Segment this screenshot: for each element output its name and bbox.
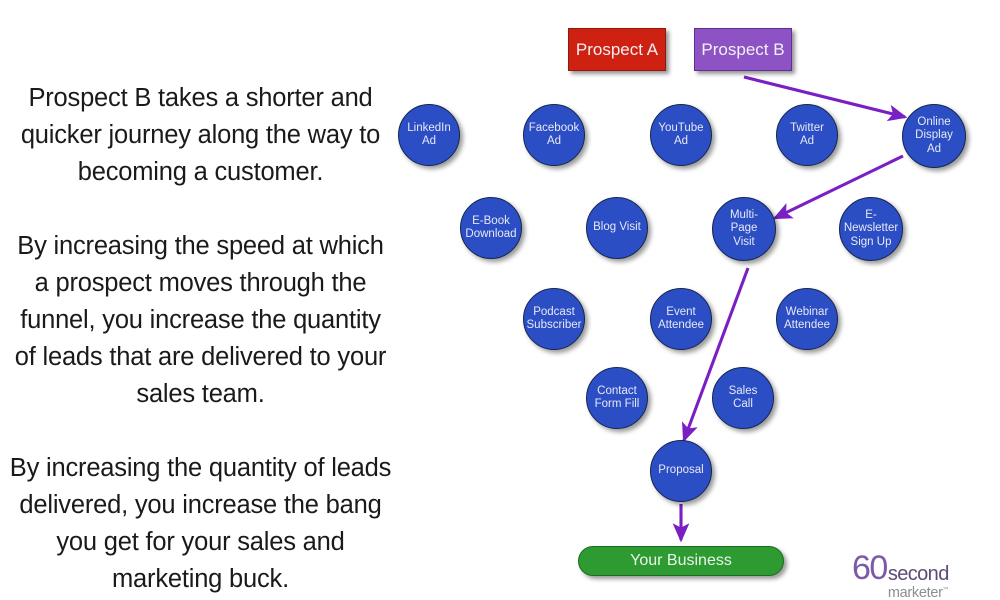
paragraph-spacer [8,413,393,450]
sixty-second-marketer-logo: 60 second marketer™ [852,551,949,600]
node-blog-visit[interactable]: Blog Visit [586,197,648,259]
node-proposal-label: Proposal [658,464,704,477]
logo-word-second: second [887,563,950,585]
logo-wordmark: second marketer™ [887,563,950,600]
node-proposal[interactable]: Proposal [650,440,712,502]
narrative-paragraph-2: By increasing the speed at which a prosp… [14,232,387,408]
prospect-b-box[interactable]: Prospect B [694,28,792,71]
logo-marketer-text: marketer [887,584,943,600]
paragraph-spacer [8,191,393,228]
your-business-label: Your Business [630,552,732,569]
logo-number: 60 [852,549,888,587]
prospect-a-box[interactable]: Prospect A [568,28,666,71]
logo-word-marketer: marketer™ [888,583,949,600]
logo-trademark-icon: ™ [942,587,949,593]
prospect-a-label: Prospect A [575,39,659,59]
narrative-paragraph-1: Prospect B takes a shorter and quicker j… [20,84,381,186]
your-business-pill[interactable]: Your Business [578,546,784,576]
node-blog-visit-label: Blog Visit [593,221,641,234]
prospect-b-label: Prospect B [701,39,785,59]
narrative-paragraph-3: By increasing the quantity of leads deli… [9,454,392,593]
narrative-text-block: Prospect B takes a shorter and quicker j… [8,80,393,598]
